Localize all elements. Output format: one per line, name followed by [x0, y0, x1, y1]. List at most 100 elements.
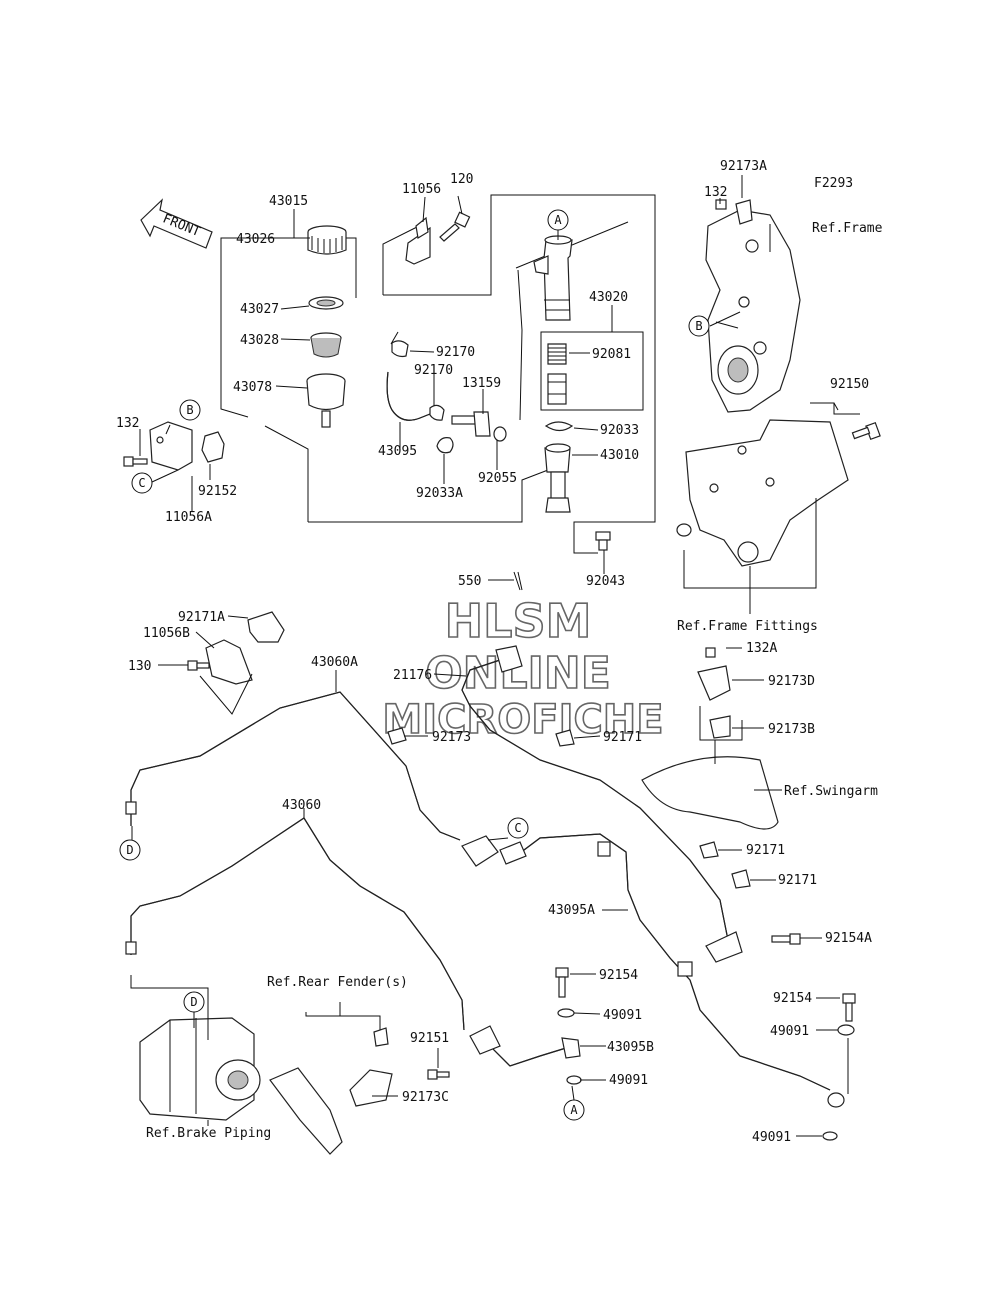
- brake-hose-21176: [461, 645, 731, 951]
- label-21176: 21176: [393, 668, 432, 683]
- footrest-bracket-lower: [676, 419, 849, 567]
- label-130: 130: [128, 659, 151, 674]
- hose-43095: [386, 371, 441, 421]
- label-92170-upper: 92170: [436, 345, 475, 360]
- swingarm-ref: [641, 756, 779, 830]
- washer-49091a: [557, 1008, 575, 1018]
- label-120: 120: [450, 172, 473, 187]
- brake-pipe-43060a: [125, 691, 461, 841]
- cover-92171a: [247, 611, 285, 643]
- label-92150: 92150: [830, 377, 869, 392]
- label-92154a: 92154A: [825, 931, 872, 946]
- joint-13159: [451, 411, 491, 437]
- label-550: 550: [458, 574, 481, 589]
- label-43015: 43015: [269, 194, 308, 209]
- front-arrow-icon: [140, 198, 213, 249]
- svg-text:D: D: [190, 995, 197, 1009]
- label-92173: 92173: [432, 730, 471, 745]
- caliper-mount-right: [705, 931, 743, 963]
- diagram-code: F2293: [814, 176, 853, 191]
- reservoir-cap-43026: [307, 225, 347, 255]
- label-92173d: 92173D: [768, 674, 815, 689]
- diaphragm-43028: [310, 332, 342, 358]
- label-92081: 92081: [592, 347, 631, 362]
- frame-fittings-lines: [683, 402, 860, 614]
- connector-marks: A B C B C D D A: [119, 209, 710, 1121]
- label-43060: 43060: [282, 798, 321, 813]
- label-43020: 43020: [589, 290, 628, 305]
- bolt-132-left: [123, 456, 148, 467]
- clip-92171-mid: [555, 729, 575, 747]
- label-43028: 43028: [240, 333, 279, 348]
- label-92055: 92055: [478, 471, 517, 486]
- label-92173b: 92173B: [768, 722, 815, 737]
- connector-a-bottom: [563, 1099, 585, 1121]
- clamp-92170-upper: [390, 331, 409, 358]
- ref-swingarm-label: Ref.Swingarm: [784, 784, 878, 799]
- grommet-92152: [201, 431, 225, 463]
- hose-43095b: [489, 1037, 581, 1067]
- label-92173c: 92173C: [402, 1090, 449, 1105]
- bolt-130: [187, 660, 210, 671]
- label-43010: 43010: [600, 448, 639, 463]
- label-92033a: 92033A: [416, 486, 463, 501]
- label-132-left: 132: [116, 416, 139, 431]
- ref-rear-fenders-label: Ref.Rear Fender(s): [267, 975, 408, 990]
- label-92173a: 92173A: [720, 159, 767, 174]
- bracket-11056: [405, 216, 431, 265]
- abs-unit: [139, 1017, 261, 1121]
- leader-lines: [131, 175, 849, 1137]
- bolt-92154-right: [842, 993, 856, 1022]
- joint-block-lower: [469, 1025, 501, 1055]
- label-43095: 43095: [378, 444, 417, 459]
- ref-frame-fittings-label: Ref.Frame Fittings: [677, 619, 818, 634]
- label-132-right: 132: [704, 185, 727, 200]
- pin-92043: [595, 531, 611, 551]
- master-cylinder-body: [533, 235, 573, 321]
- connector-d-abs: [183, 991, 205, 1013]
- bolt-92150: [851, 421, 881, 441]
- label-92170-lower: 92170: [414, 363, 453, 378]
- front-direction-arrow: FRONT: [140, 198, 213, 249]
- connector-d-upper: [119, 839, 141, 861]
- bolt-132-right: [715, 199, 727, 210]
- bolt-120: [439, 211, 471, 242]
- label-11056: 11056: [402, 182, 441, 197]
- label-92154: 92154: [599, 968, 638, 983]
- bolt-92154a: [771, 933, 801, 945]
- label-43095b: 43095B: [607, 1040, 654, 1055]
- svg-text:A: A: [570, 1103, 578, 1117]
- spring-92081: [547, 343, 567, 365]
- bolt-92151: [427, 1069, 450, 1080]
- reservoir-43078: [306, 373, 346, 428]
- label-92171a: 92171A: [178, 610, 225, 625]
- connector-b-right: [688, 315, 710, 337]
- svg-text:C: C: [514, 821, 521, 835]
- label-43026: 43026: [236, 232, 275, 247]
- brake-pipe-43060: [125, 817, 465, 1031]
- label-92152: 92152: [198, 484, 237, 499]
- joint-block-c: [461, 835, 527, 867]
- clamp-92170-lower: [429, 404, 445, 421]
- kit-box-43020: [540, 305, 644, 411]
- label-92151: 92151: [410, 1031, 449, 1046]
- bolt-92154: [555, 967, 569, 998]
- label-49091-d: 49091: [752, 1130, 791, 1145]
- diaphragm-plate-43027: [308, 296, 344, 310]
- label-92171-mid: 92171: [603, 730, 642, 745]
- connector-c-left: [131, 472, 153, 494]
- washer-49091d: [822, 1131, 838, 1141]
- label-92171-lower-2: 92171: [778, 873, 817, 888]
- group-frames: [220, 194, 656, 554]
- circlip-92033: [544, 421, 574, 432]
- label-49091-c: 49091: [770, 1024, 809, 1039]
- cover-92173a: [735, 199, 753, 225]
- connector-a-top: [547, 209, 569, 231]
- cotter-pin-550: [513, 571, 523, 591]
- clamp-92173b: [709, 715, 731, 739]
- label-49091-a: 49091: [603, 1008, 642, 1023]
- watermark-line-3: MICROFICHE: [382, 697, 663, 743]
- clip-92173: [387, 727, 407, 745]
- part-labels: 43015 11056 120 43026 43027 43028 43078 …: [116, 159, 872, 1145]
